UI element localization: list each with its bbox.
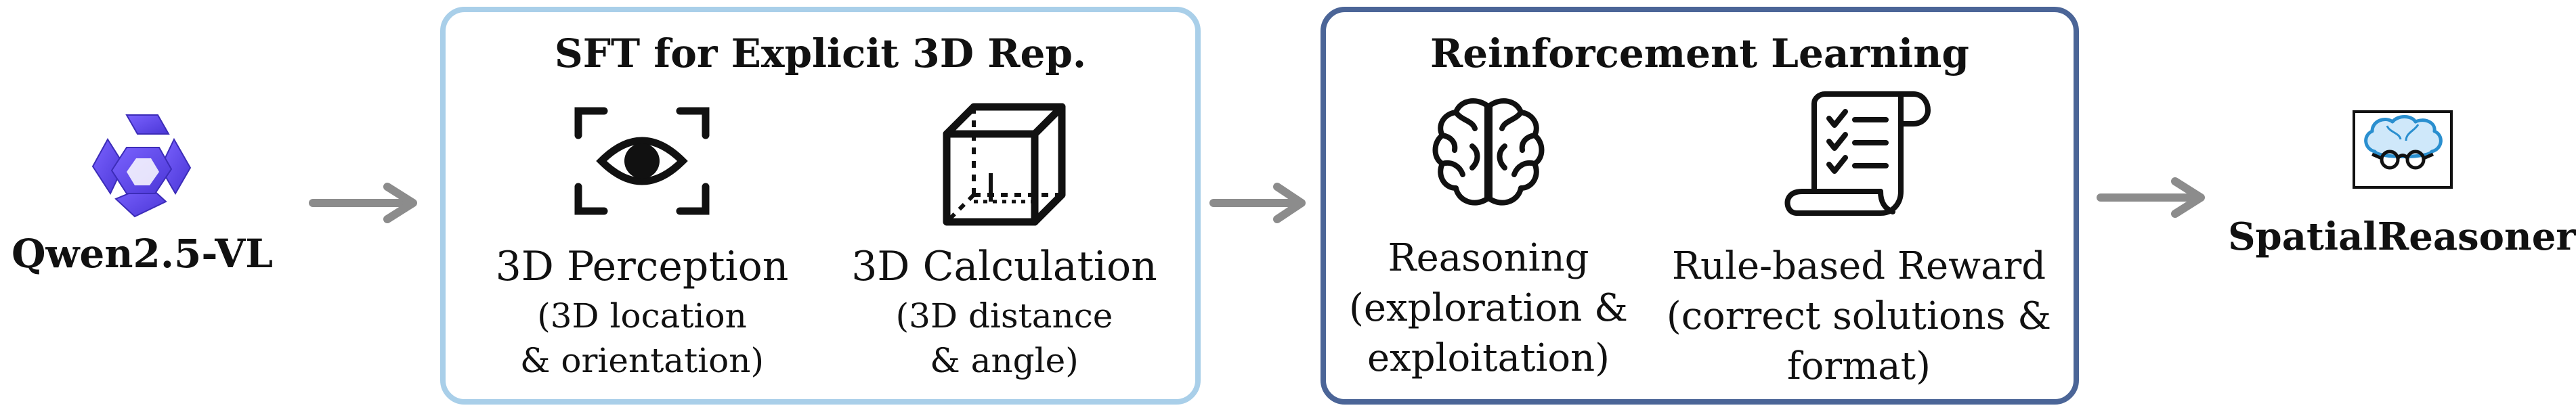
reward-line1: Rule-based Reward — [1671, 244, 2046, 288]
arrow-right-icon — [309, 183, 417, 223]
brain-glasses-icon — [2353, 110, 2453, 189]
rl-item-reward: Rule-based Reward (correct solutions & f… — [1652, 87, 2065, 398]
arrow-right-icon — [2097, 177, 2205, 218]
sft-panel: SFT for Explicit 3D Rep. 3D Perception (… — [440, 7, 1201, 405]
target-model-label: SpatialReasoner — [2228, 214, 2576, 259]
perception-title: 3D Perception — [495, 243, 789, 290]
rl-item-reasoning: Reasoning (exploration & exploitation) — [1333, 87, 1644, 398]
calculation-title: 3D Calculation — [851, 243, 1157, 290]
eye-scan-icon — [574, 107, 710, 215]
reasoning-line1: Reasoning — [1388, 236, 1589, 280]
cube-icon — [943, 103, 1066, 226]
source-model-label: Qwen2.5-VL — [11, 231, 274, 277]
qwen-logo-icon — [91, 114, 192, 218]
source-model: Qwen2.5-VL — [0, 101, 284, 304]
reward-line3: format) — [1786, 344, 1931, 388]
reasoning-line2: (exploration & — [1348, 286, 1629, 330]
checklist-scroll-icon — [1784, 91, 1931, 216]
rl-panel: Reinforcement Learning Reasoning (explor… — [1321, 7, 2079, 405]
perception-sub-line1: (3D location — [537, 296, 747, 336]
brain-icon — [1432, 98, 1545, 206]
sft-item-perception: 3D Perception (3D location & orientation… — [466, 93, 818, 391]
target-model: SpatialReasoner — [2228, 101, 2576, 304]
arrow-right-icon — [1209, 183, 1306, 223]
sft-panel-title: SFT for Explicit 3D Rep. — [554, 30, 1087, 76]
reasoning-line3: exploitation) — [1367, 336, 1610, 380]
calculation-sub-line1: (3D distance — [895, 296, 1113, 336]
reward-line2: (correct solutions & — [1666, 294, 2052, 338]
perception-sub-line2: & orientation) — [520, 341, 764, 380]
rl-panel-title: Reinforcement Learning — [1430, 30, 1969, 76]
sft-item-calculation: 3D Calculation (3D distance & angle) — [828, 93, 1180, 391]
calculation-sub-line2: & angle) — [930, 341, 1079, 380]
